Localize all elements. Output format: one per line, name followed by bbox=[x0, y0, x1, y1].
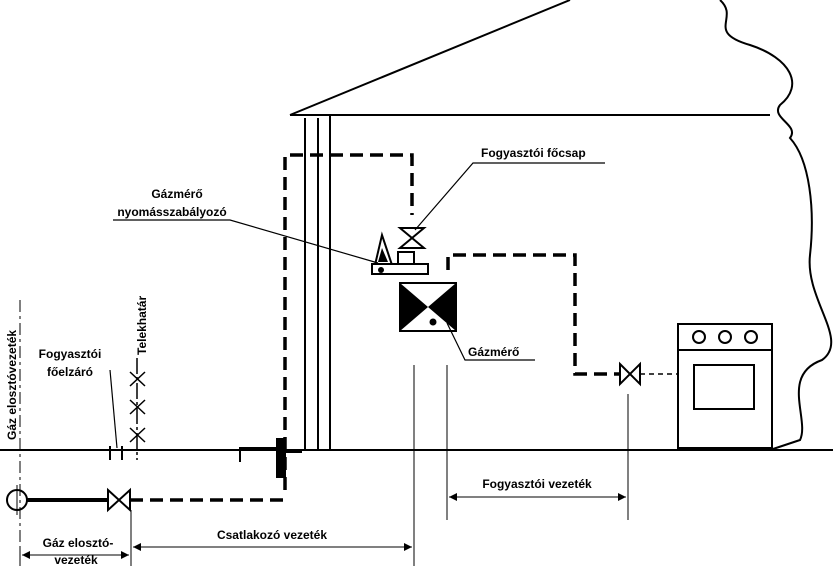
distribution-pipe bbox=[6, 300, 108, 566]
meter-label: Gázmérő bbox=[468, 345, 519, 359]
dimension-lines bbox=[19, 365, 629, 566]
leader-lines bbox=[109, 162, 605, 449]
main-valve-label: Fogyasztói főcsap bbox=[481, 146, 586, 160]
regulator-label-line2: nyomásszabályozó bbox=[117, 205, 226, 219]
appliance-valve-icon bbox=[619, 361, 641, 387]
dashed-pipe-network bbox=[130, 153, 678, 502]
pressure-regulator-icon bbox=[371, 231, 429, 275]
house-outline bbox=[289, 0, 833, 451]
regulator-label-line1: Gázmérő bbox=[151, 187, 202, 201]
main-shutoff-valve-icon bbox=[107, 487, 131, 513]
property-line-marker bbox=[129, 358, 146, 460]
consumer-pipe-label: Fogyasztói vezeték bbox=[482, 477, 592, 491]
distribution-pipe-label-line2: vezeték bbox=[54, 553, 98, 566]
connection-pipe-label: Csatlakozó vezeték bbox=[217, 528, 327, 542]
shutoff-label-line1: Fogyasztói bbox=[39, 347, 102, 361]
gas-meter-icon bbox=[399, 282, 457, 332]
consumer-main-valve-icon bbox=[397, 227, 427, 249]
property-line-label: Telekhatár bbox=[135, 296, 149, 355]
gas-stove-icon bbox=[677, 323, 773, 449]
distribution-pipe-vertical-label: Gáz elosztóvezeték bbox=[5, 330, 19, 440]
wall-sleeve bbox=[239, 438, 302, 478]
distribution-pipe-label-line1: Gáz elosztó- bbox=[43, 536, 114, 550]
pipe-joint bbox=[109, 446, 123, 460]
shutoff-label-line2: főelzáró bbox=[47, 365, 93, 379]
